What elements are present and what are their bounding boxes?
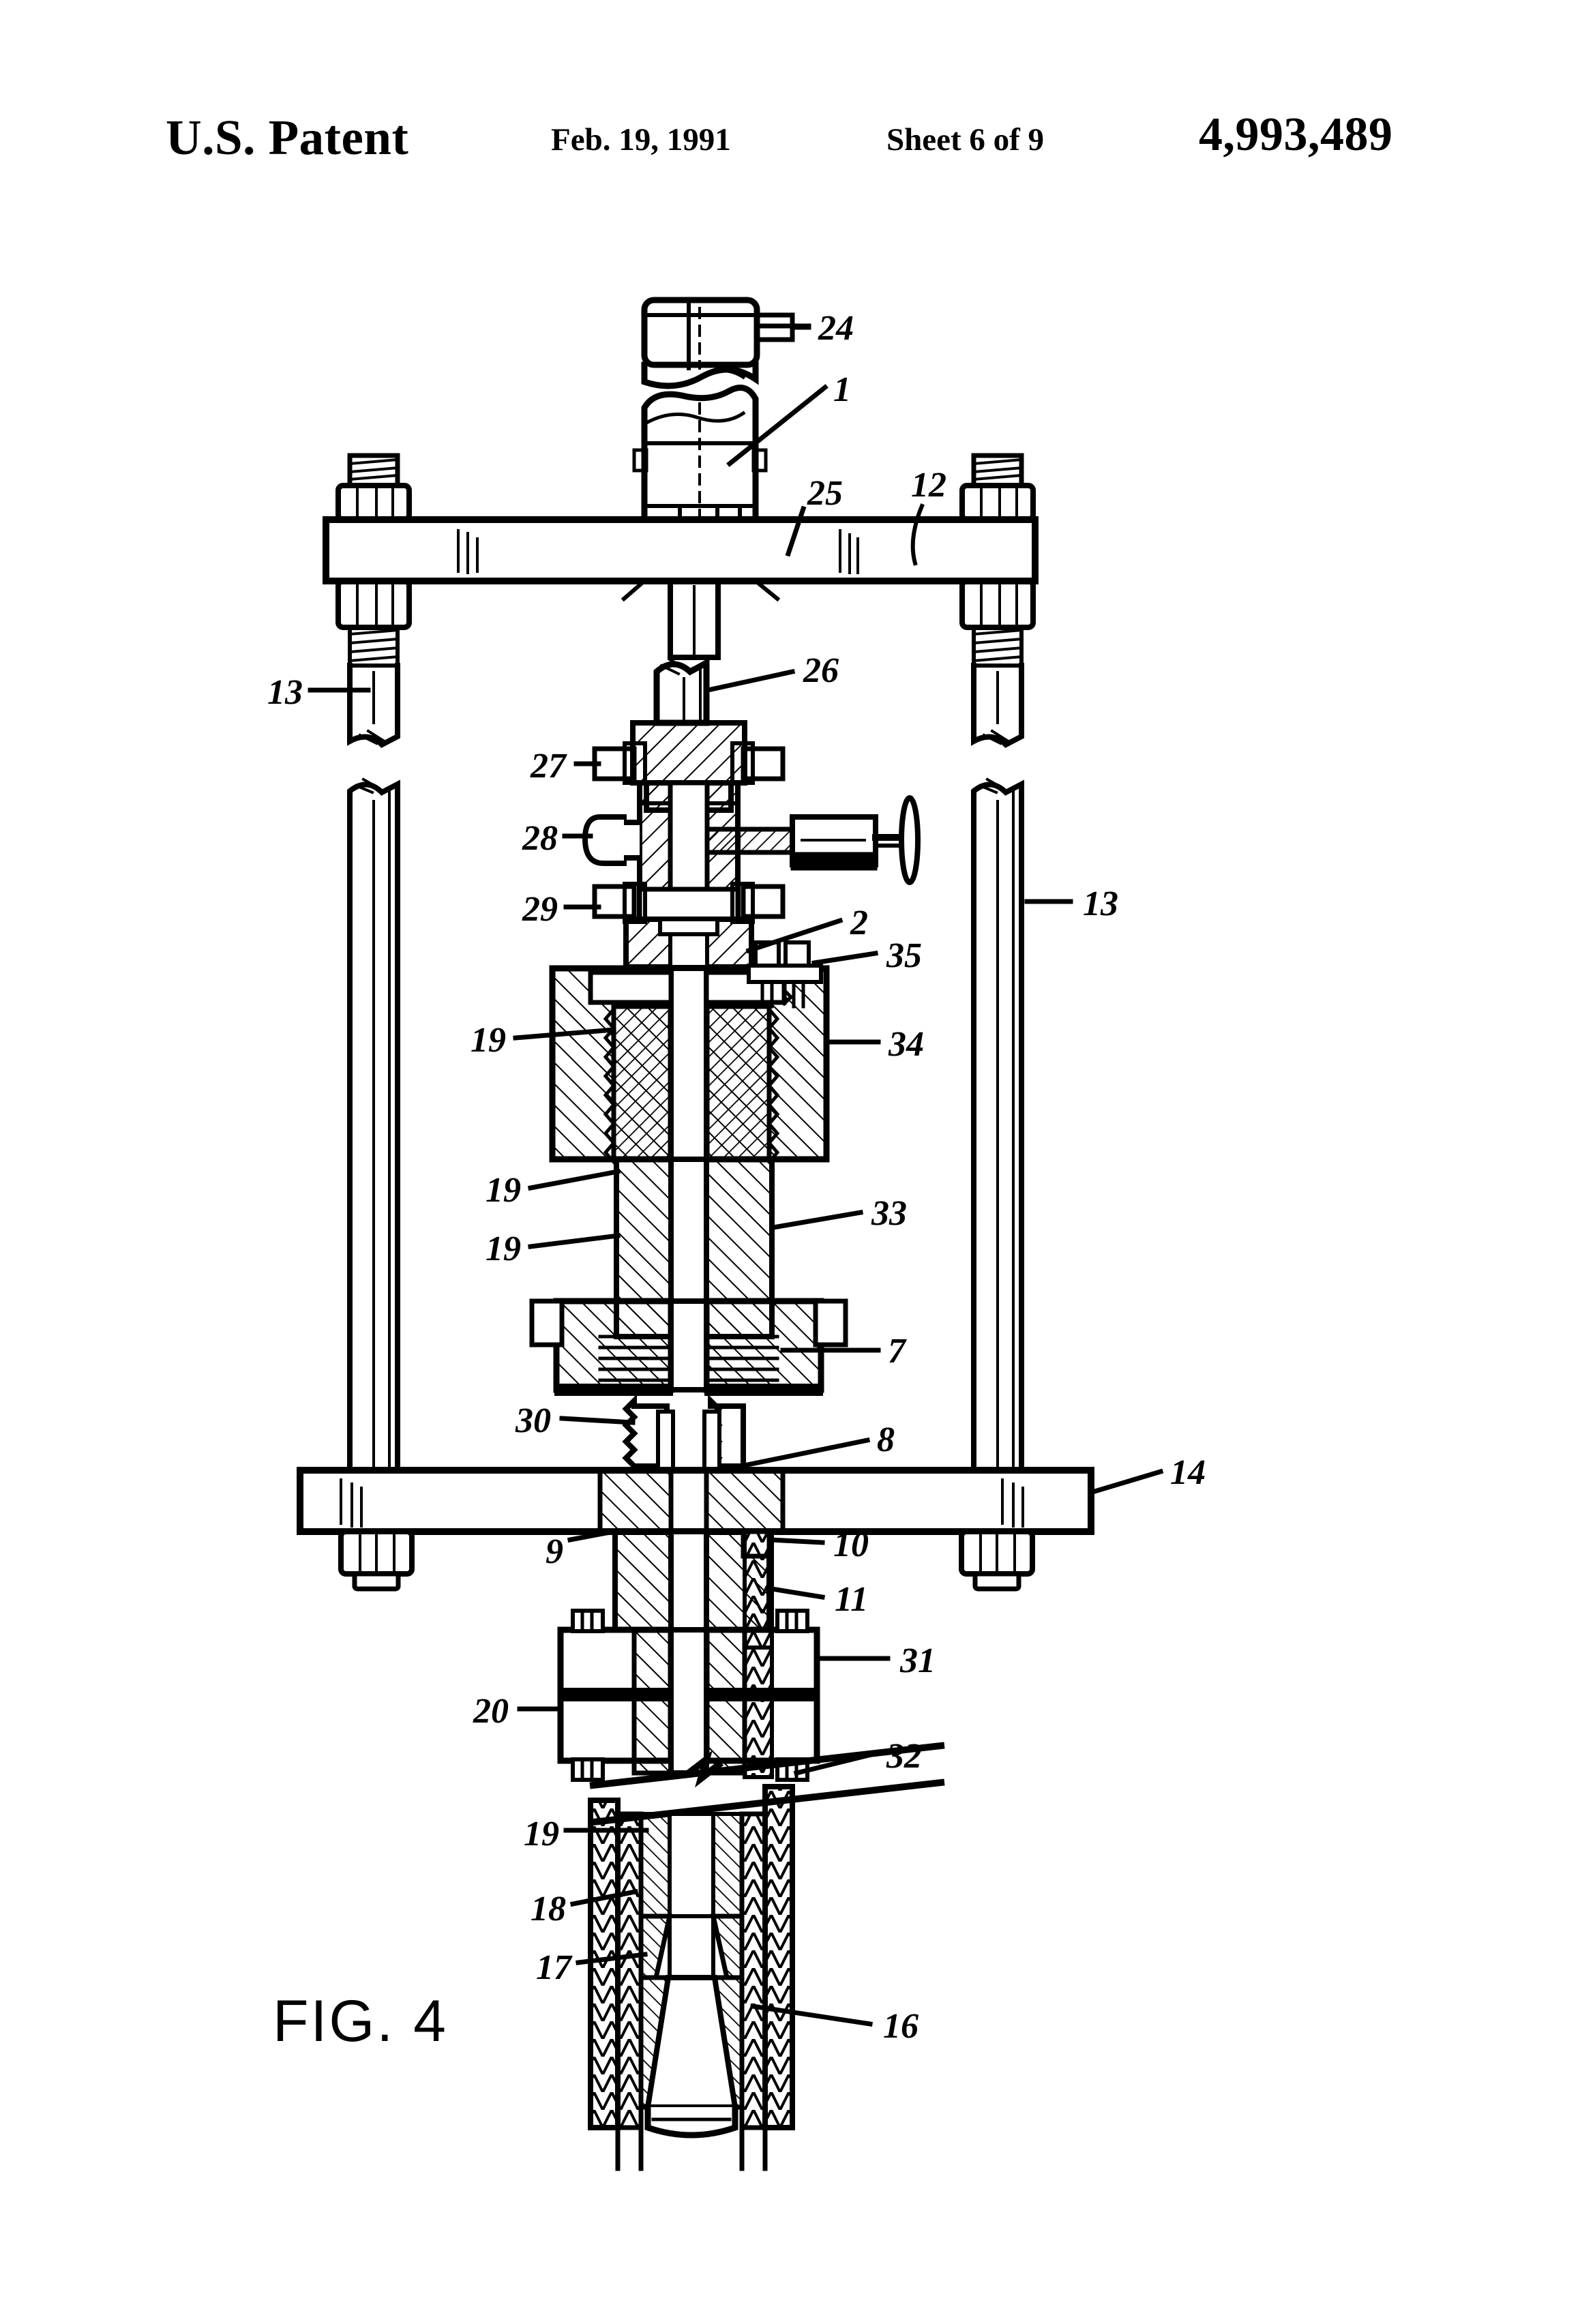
- patent-number: 4,993,489: [1199, 108, 1393, 161]
- patent-issue-date: Feb. 19, 1991: [551, 122, 731, 158]
- ref-numeral-7: 7: [888, 1332, 907, 1371]
- upper-stem: [668, 578, 721, 660]
- ref-numeral-14: 14: [1170, 1453, 1206, 1492]
- stuffing-box-assembly: [582, 720, 921, 970]
- ref-numeral-25: 25: [807, 474, 843, 513]
- figure-caption: FIG. 4: [273, 1988, 448, 2054]
- ref-numeral-31: 31: [899, 1641, 936, 1680]
- patent-office-name: U.S. Patent: [166, 110, 409, 165]
- clamp-flange-20-31: [557, 1609, 820, 1782]
- ref-numeral-33: 33: [871, 1194, 907, 1233]
- patent-sheet-number: Sheet 6 of 9: [886, 122, 1045, 158]
- ref-numeral-13-right: 13: [1083, 884, 1118, 923]
- bottom-seat-assembly: [615, 1811, 768, 2171]
- ref-numeral-10: 10: [833, 1525, 869, 1564]
- ref-numeral-19-c: 19: [486, 1230, 521, 1268]
- ref-numeral-11: 11: [835, 1580, 868, 1619]
- lock-ring-30: [622, 1394, 746, 1471]
- ref-numeral-27: 27: [530, 747, 567, 786]
- tie-rod-right-13: [959, 453, 1036, 1488]
- upper-crossbar-12: [323, 516, 1039, 584]
- ref-numeral-12: 12: [911, 466, 946, 505]
- ref-numeral-8: 8: [877, 1420, 895, 1459]
- ref-numeral-13-left: 13: [267, 673, 303, 712]
- union-nut-7: [529, 1298, 848, 1396]
- ref-numeral-19-a: 19: [471, 1021, 506, 1060]
- ref-numeral-17: 17: [536, 1948, 573, 1987]
- ref-numeral-35: 35: [886, 936, 922, 975]
- ref-numeral-32: 32: [886, 1737, 922, 1776]
- ref-numeral-26: 26: [803, 651, 839, 690]
- patent-header: U.S. Patent Feb. 19, 1991 Sheet 6 of 9 4…: [0, 108, 1582, 184]
- ref-numeral-29: 29: [522, 890, 558, 929]
- ref-numeral-20: 20: [473, 1692, 509, 1731]
- ref-numeral-1: 1: [833, 370, 851, 409]
- ref-numeral-28: 28: [522, 819, 558, 858]
- leader-lines: [308, 323, 1164, 2027]
- polished-rod-26: [653, 657, 710, 726]
- ref-numeral-9: 9: [546, 1532, 563, 1571]
- ref-numeral-19-d: 19: [524, 1815, 559, 1853]
- ref-numeral-24: 24: [818, 309, 854, 348]
- ref-numeral-34: 34: [888, 1025, 924, 1064]
- ref-numeral-19-b: 19: [486, 1171, 521, 1210]
- tubing-32: [588, 1530, 945, 2130]
- reference-numeral-layer: 24 1 25 12 13 26 27 28 29 2 35 13 19 34 …: [267, 309, 1206, 2046]
- ref-numeral-18: 18: [531, 1890, 566, 1928]
- ref-numeral-30: 30: [515, 1401, 551, 1440]
- ref-numeral-16: 16: [883, 2007, 919, 2046]
- lower-crossbar-14: [297, 1467, 1094, 1592]
- tie-rod-left-13: [335, 453, 412, 1488]
- ref-numeral-2: 2: [850, 904, 868, 942]
